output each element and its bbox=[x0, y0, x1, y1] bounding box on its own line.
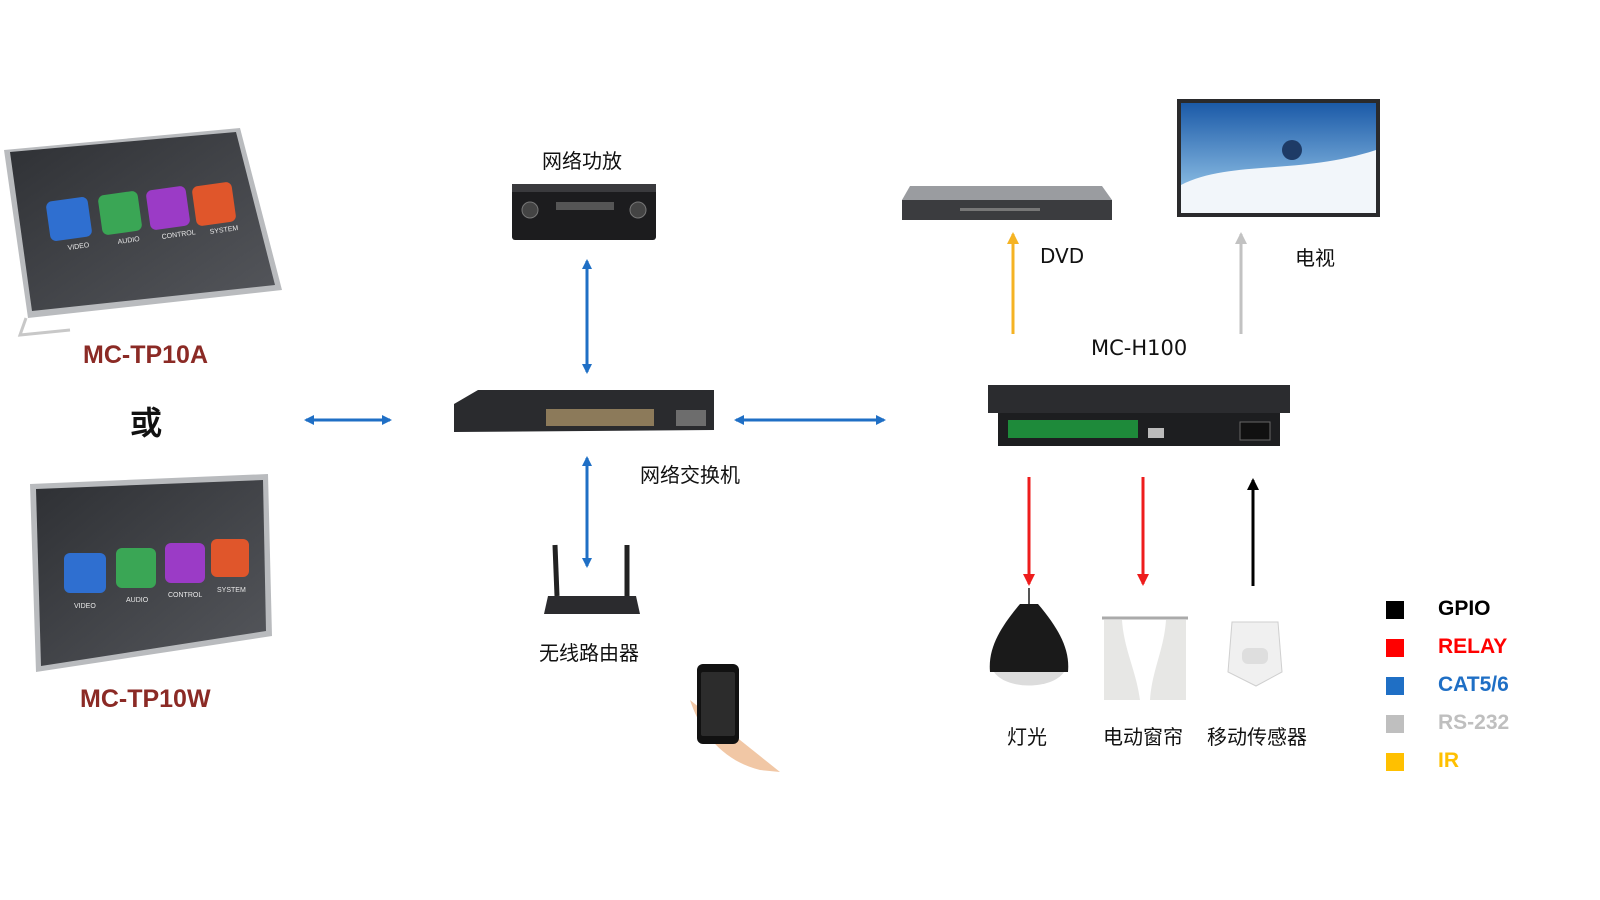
legend-label-relay: RELAY bbox=[1438, 635, 1508, 658]
label-switch: 网络交换机 bbox=[640, 463, 740, 487]
label-tp10a: MC-TP10A bbox=[83, 341, 209, 369]
label-or: 或 bbox=[130, 404, 163, 442]
label-curtain: 电动窗帘 bbox=[1103, 725, 1183, 749]
tp10a-app-audio: AUDIO bbox=[117, 236, 140, 246]
label-amplifier: 网络功放 bbox=[542, 149, 622, 173]
legend-swatch-relay bbox=[1386, 639, 1404, 657]
router-image bbox=[544, 544, 640, 614]
label-tv: 电视 bbox=[1295, 246, 1335, 270]
tp10w-app-video: VIDEO bbox=[74, 603, 96, 610]
legend-swatch-cat bbox=[1386, 677, 1404, 695]
label-router: 无线路由器 bbox=[539, 641, 639, 665]
tp10a-app-system: SYSTEM bbox=[209, 225, 239, 236]
label-mc-h100: MC-H100 bbox=[1091, 336, 1188, 360]
curtain-image bbox=[1102, 616, 1188, 700]
sensor-image bbox=[1227, 621, 1283, 687]
label-tp10w: MC-TP10W bbox=[80, 685, 211, 713]
legend-swatch-rs232 bbox=[1386, 715, 1404, 733]
tp10w-app-system: SYSTEM bbox=[217, 587, 246, 594]
legend-swatch-gpio bbox=[1386, 601, 1404, 619]
mc-h100-image bbox=[988, 385, 1290, 446]
tp10w-app-audio: AUDIO bbox=[126, 597, 149, 604]
dvd-player-image bbox=[902, 186, 1112, 220]
label-light: 灯光 bbox=[1007, 725, 1047, 749]
tp10a-app-control: CONTROL bbox=[161, 229, 196, 241]
legend-label-cat: CAT5/6 bbox=[1438, 673, 1509, 696]
tablet-tp10a-image bbox=[4, 128, 282, 337]
legend-label-ir: IR bbox=[1438, 749, 1459, 772]
amplifier-image bbox=[512, 184, 656, 240]
tablet-tp10w-image bbox=[30, 474, 272, 672]
legend-label-gpio: GPIO bbox=[1438, 597, 1491, 620]
connection-arrows bbox=[304, 232, 1259, 586]
tv-image bbox=[1177, 99, 1380, 217]
light-image bbox=[989, 588, 1069, 686]
legend-label-rs232: RS-232 bbox=[1438, 711, 1510, 734]
switch-image bbox=[454, 390, 714, 432]
phone-image bbox=[690, 664, 780, 772]
tp10a-app-video: VIDEO bbox=[67, 242, 90, 252]
tp10w-app-control: CONTROL bbox=[168, 592, 202, 599]
legend-swatch-ir bbox=[1386, 753, 1404, 771]
label-dvd: DVD bbox=[1040, 244, 1085, 268]
label-sensor: 移动传感器 bbox=[1207, 725, 1307, 749]
